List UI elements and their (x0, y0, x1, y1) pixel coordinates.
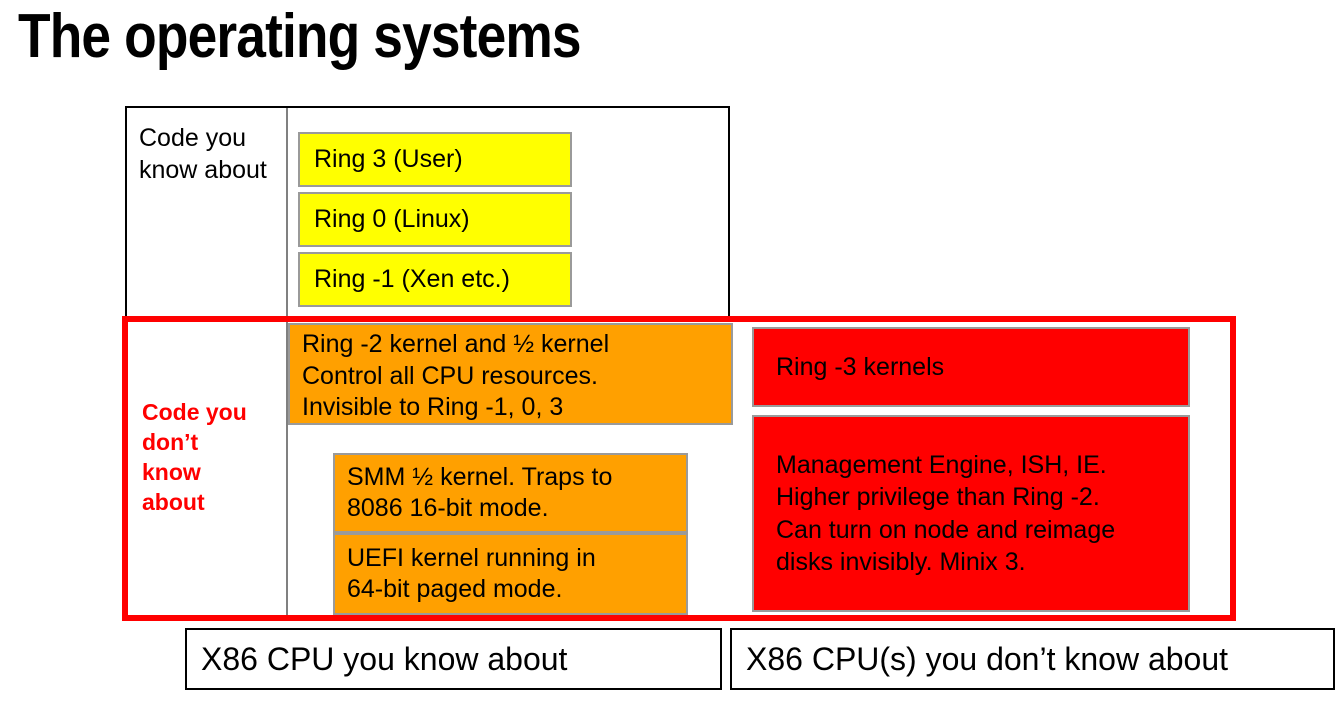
smm-kernel-box: SMM ½ kernel. Traps to 8086 16-bit mode. (333, 453, 688, 533)
known-code-region: Code you know about Ring 3 (User) Ring 0… (125, 106, 730, 318)
cpu-known-box: X86 CPU you know about (185, 628, 722, 690)
unknown-region-divider (286, 322, 288, 615)
unknown-code-label: Code you don’t know about (142, 399, 247, 515)
unknown-code-region: Code you don’t know about Ring -2 kernel… (122, 316, 1236, 621)
ring-3-box: Ring 3 (User) (298, 132, 572, 187)
page-title: The operating systems (18, 2, 582, 71)
ring-0-box: Ring 0 (Linux) (298, 192, 572, 247)
cpu-unknown-box: X86 CPU(s) you don’t know about (730, 628, 1335, 690)
known-region-divider (286, 108, 288, 316)
ring-minus-1-box: Ring -1 (Xen etc.) (298, 252, 572, 307)
management-engine-box: Management Engine, ISH, IE. Higher privi… (752, 415, 1190, 612)
ring-minus-2-box: Ring -2 kernel and ½ kernel Control all … (288, 323, 733, 425)
ring-minus-3-box: Ring -3 kernels (752, 327, 1190, 407)
known-code-label: Code you know about (139, 124, 267, 184)
uefi-kernel-box: UEFI kernel running in 64-bit paged mode… (333, 533, 688, 615)
